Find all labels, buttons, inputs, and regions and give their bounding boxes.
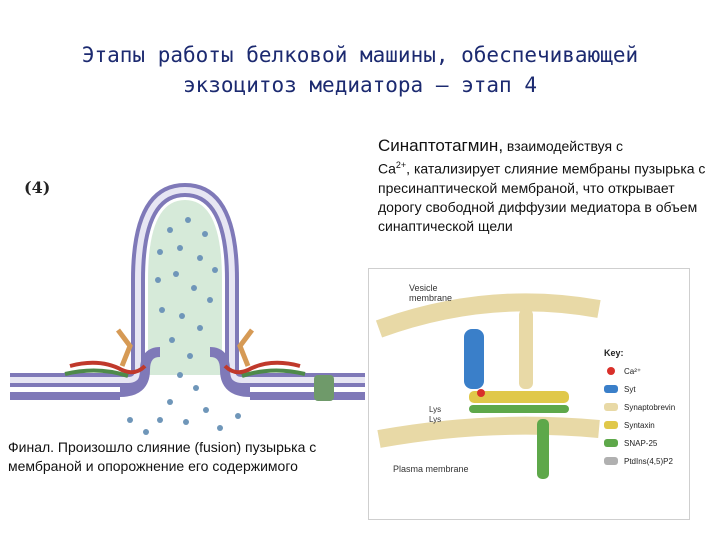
legend-label: Syt: [624, 384, 636, 394]
legend-swatch: [607, 367, 615, 375]
legend-item: SNAP-25: [604, 434, 684, 452]
description-lead: Синаптотагмин,: [378, 136, 504, 155]
legend-label: SNAP-25: [624, 438, 658, 448]
legend-item: Synaptobrevin: [604, 398, 684, 416]
legend-item: PtdIns(4,5)P2: [604, 452, 684, 470]
snare-red-left: [69, 360, 147, 375]
fusion-illustration-svg: [10, 182, 365, 445]
description-part-2: , катализирует слияние мембраны пузырька…: [378, 160, 706, 234]
description-part-1: взаимодействуя с: [503, 138, 623, 154]
fusion-caption: Финал. Произошло слияние (fusion) пузырь…: [6, 436, 370, 478]
synaptobrevin: [519, 309, 533, 389]
plasma-membrane-label: Plasma membrane: [393, 464, 469, 474]
snare-green-right: [241, 368, 306, 378]
plasma-membrane: [377, 416, 600, 448]
title-line-1: Этапы работы белковой машины, обеспечива…: [81, 43, 639, 67]
legend-label: Synaptobrevin: [624, 402, 676, 412]
syntaxin-tail: [537, 419, 549, 479]
legend-item: Ca²⁺: [604, 362, 684, 380]
legend-label: Syntaxin: [624, 420, 655, 430]
legend-label: Ca²⁺: [624, 366, 642, 376]
ca-ion: [477, 389, 485, 397]
transmitter-dots: [127, 217, 241, 445]
description-text: Синаптотагмин, взаимодействуя с Ca2+, ка…: [378, 136, 708, 236]
syt-protein: [464, 329, 484, 389]
description-ca-charge: 2+: [395, 160, 407, 170]
legend: Key: Ca²⁺ Syt Synaptobrevin Syntaxin SNA…: [604, 348, 684, 470]
lys-label-2: Lys: [429, 415, 442, 424]
legend-swatch: [604, 385, 618, 393]
channel-protein: [314, 375, 334, 401]
legend-swatch: [604, 421, 618, 429]
fusion-pore-right: [209, 347, 251, 397]
snap-25: [469, 405, 569, 413]
molecular-diagram-svg: [375, 293, 601, 479]
lys-label-1: Lys: [429, 405, 442, 414]
snare-red-right: [223, 360, 301, 375]
legend-swatch: [604, 403, 618, 411]
molecular-diagram: Vesicle membrane Plasma membrane Lys Lys: [368, 268, 690, 520]
legend-swatch: [604, 439, 618, 447]
snare-green-left: [64, 368, 129, 378]
title-line-2: экзоцитоз медиатора – этап 4: [182, 73, 537, 97]
description-ca: Ca: [378, 160, 396, 177]
snare-orange-left: [116, 328, 133, 367]
legend-swatch: [604, 457, 618, 465]
legend-item: Syt: [604, 380, 684, 398]
vesicle-lumen: [148, 200, 222, 375]
vesicle-label-2: membrane: [409, 293, 453, 303]
legend-item: Syntaxin: [604, 416, 684, 434]
snare-orange-right: [237, 328, 254, 367]
page-title: Этапы работы белковой машины, обеспечива…: [0, 40, 720, 100]
legend-title: Key:: [604, 348, 624, 358]
fusion-illustration: (4): [10, 170, 365, 500]
fusion-pore-left: [119, 347, 161, 397]
stage-label: (4): [24, 178, 51, 197]
vesicle-label-1: Vesicle: [409, 283, 438, 293]
vesicle-membrane: [375, 293, 601, 338]
syntaxin: [469, 391, 569, 403]
legend-label: PtdIns(4,5)P2: [624, 456, 673, 466]
